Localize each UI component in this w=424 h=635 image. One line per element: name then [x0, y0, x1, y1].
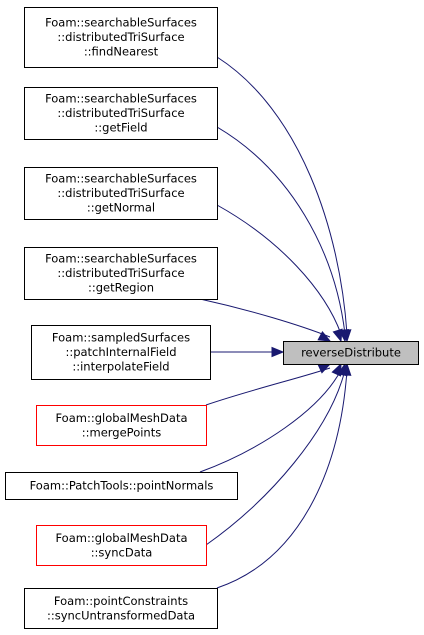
node-label-line: ::findNearest	[84, 45, 159, 59]
edge-getRegion-to-target	[199, 298, 332, 342]
edge-getNormal-to-target	[216, 204, 343, 343]
call-edges	[199, 56, 352, 589]
node-label-line: ::distributedTriSurface	[57, 106, 184, 120]
edge-arrowhead	[317, 330, 332, 342]
edge-line	[216, 126, 346, 335]
node-label-line: ::patchInternalField	[65, 345, 176, 359]
call-nodes: Foam::searchableSurfaces::distributedTri…	[5, 7, 419, 629]
node-label-line: ::getField	[94, 121, 147, 135]
node-label-line: reverseDistribute	[301, 346, 401, 360]
caller-node-getField[interactable]: Foam::searchableSurfaces::distributedTri…	[24, 87, 218, 140]
caller-node-syncData[interactable]: Foam::globalMeshData::syncData	[36, 525, 207, 566]
node-label-line: Foam::searchableSurfaces	[45, 16, 197, 30]
node-label-line: ::mergePoints	[82, 425, 161, 439]
edge-arrowhead	[271, 346, 285, 358]
node-label-line: ::distributedTriSurface	[57, 266, 184, 280]
node-box	[283, 341, 419, 365]
edge-line	[216, 369, 348, 589]
node-label-line: Foam::PatchTools::pointNormals	[30, 479, 214, 493]
node-box	[5, 472, 238, 500]
node-box	[24, 7, 218, 68]
edge-getField-to-target	[216, 126, 349, 343]
caller-node-interpolateField[interactable]: Foam::sampledSurfaces::patchInternalFiel…	[31, 325, 211, 380]
node-label-line: Foam::searchableSurfaces	[45, 172, 197, 186]
node-box	[24, 247, 218, 300]
edge-syncUntransformedData-to-target	[216, 362, 352, 589]
node-label-line: Foam::globalMeshData	[55, 411, 187, 425]
edge-line	[216, 204, 342, 335]
node-label-line: ::syncUntransformedData	[47, 608, 195, 622]
node-label-line: Foam::searchableSurfaces	[45, 92, 197, 106]
node-label-line: ::distributedTriSurface	[57, 186, 184, 200]
node-label-line: Foam::pointConstraints	[54, 594, 188, 608]
node-label-line: ::distributedTriSurface	[57, 30, 184, 44]
caller-node-syncUntransformedData[interactable]: Foam::pointConstraints::syncUntransforme…	[24, 588, 218, 629]
node-box	[36, 405, 207, 446]
edge-mergePoints-to-target	[205, 363, 332, 406]
caller-node-pointNormals[interactable]: Foam::PatchTools::pointNormals	[5, 472, 238, 500]
edge-line	[199, 298, 331, 338]
caller-node-getNormal[interactable]: Foam::searchableSurfaces::distributedTri…	[24, 167, 218, 220]
node-box	[24, 588, 218, 629]
edge-findNearest-to-target	[216, 56, 352, 343]
node-label-line: Foam::globalMeshData	[55, 531, 187, 545]
node-box	[24, 167, 218, 220]
caller-node-findNearest[interactable]: Foam::searchableSurfaces::distributedTri…	[24, 7, 218, 68]
edge-interpolateField-to-target	[209, 346, 285, 358]
node-box	[24, 87, 218, 140]
caller-node-getRegion[interactable]: Foam::searchableSurfaces::distributedTri…	[24, 247, 218, 300]
edge-arrowhead	[332, 328, 343, 343]
edge-line	[205, 367, 331, 406]
edge-line	[205, 369, 346, 546]
edge-pointNormals-to-target	[199, 362, 342, 473]
node-label-line: ::getNormal	[87, 201, 155, 215]
edge-syncData-to-target	[205, 362, 348, 546]
node-box	[31, 325, 211, 380]
target-node-reverse-distribute: reverseDistribute	[283, 341, 419, 365]
node-box	[36, 525, 207, 566]
node-label-line: ::getRegion	[88, 281, 154, 295]
node-label-line: Foam::searchableSurfaces	[45, 252, 197, 266]
edge-arrowhead	[341, 362, 352, 376]
edge-line	[216, 56, 348, 335]
node-label-line: Foam::sampledSurfaces	[52, 331, 190, 345]
caller-node-mergePoints[interactable]: Foam::globalMeshData::mergePoints	[36, 405, 207, 446]
node-label-line: ::interpolateField	[72, 360, 169, 374]
edge-line	[199, 369, 342, 473]
node-label-line: ::syncData	[91, 545, 153, 559]
